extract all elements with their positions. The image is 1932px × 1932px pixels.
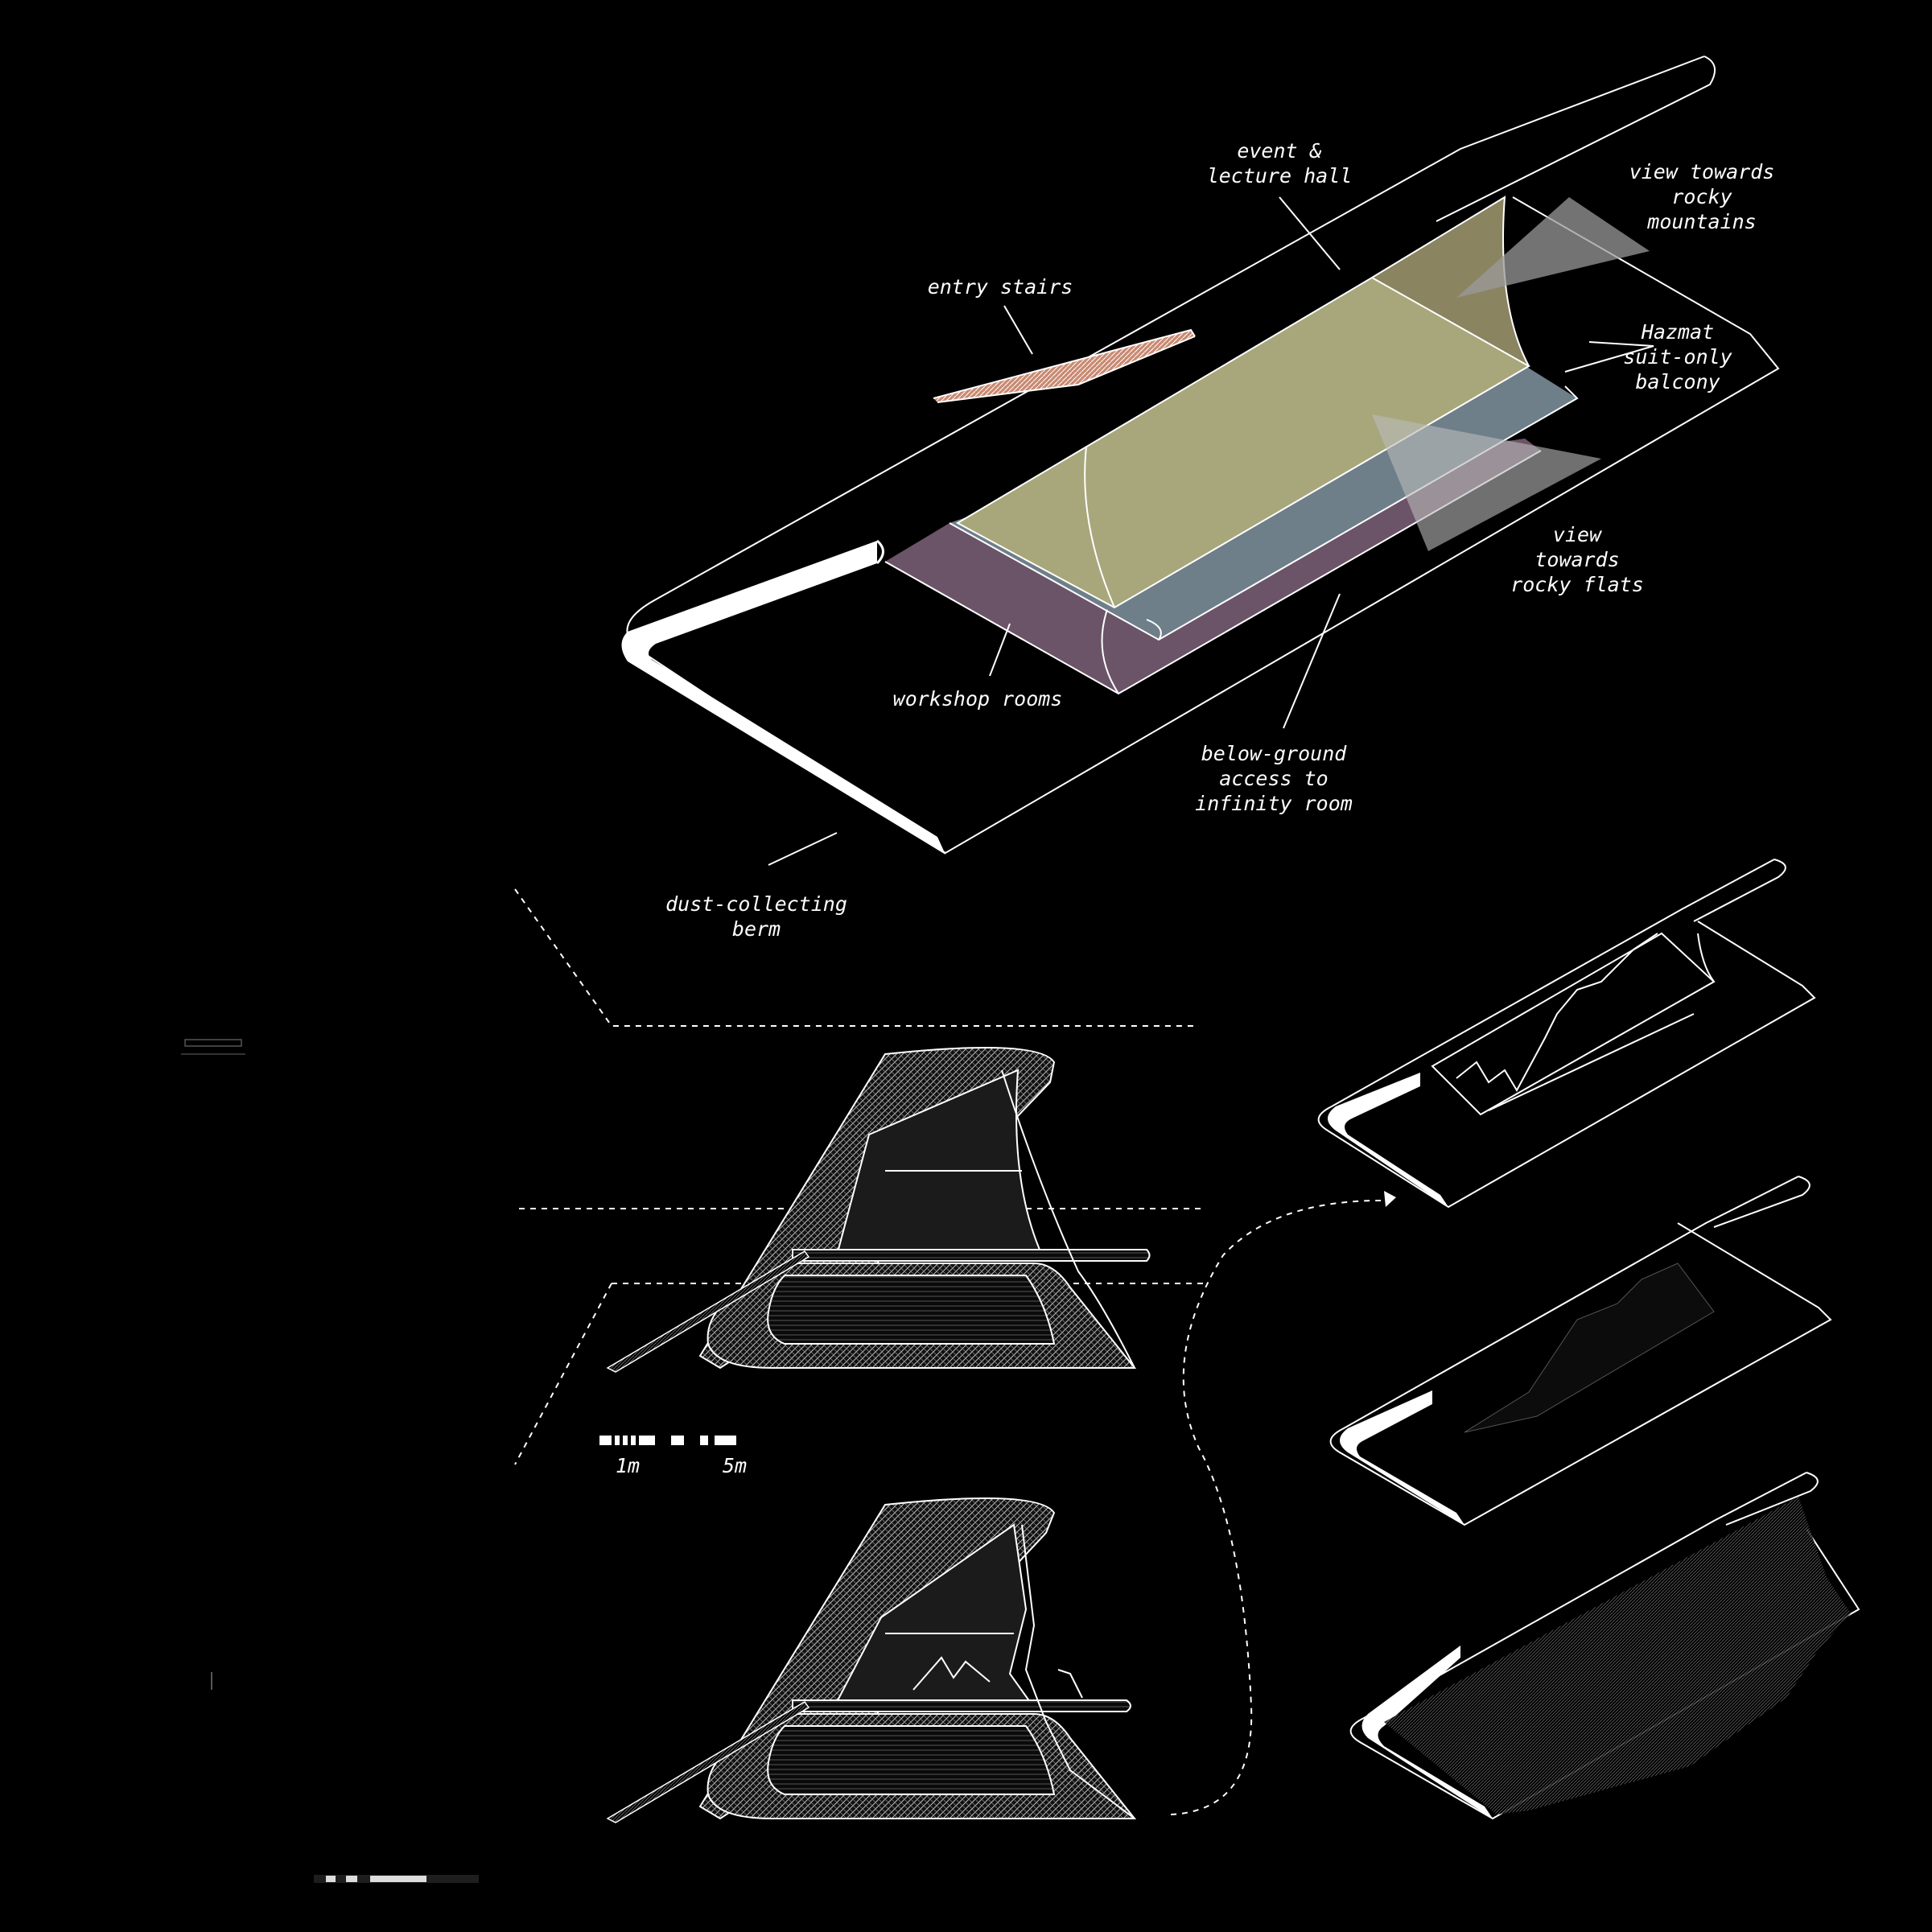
main-axonometric (621, 56, 1780, 866)
section-a-stairs (606, 1250, 810, 1373)
svg-text:dust-collecting: dust-collecting (665, 892, 847, 916)
svg-text:view towards: view towards (1629, 160, 1775, 183)
small-axon-3-fill (1384, 1497, 1851, 1815)
berm-outline (626, 56, 1780, 855)
svg-text:mountains: mountains (1646, 210, 1756, 233)
label-hazmat-balcony: Hazmat suit-only balcony (1623, 320, 1732, 393)
label-event-hall: event & lecture hall (1207, 139, 1353, 187)
faint-marks (181, 1039, 479, 1883)
berm-thick-edge (621, 541, 945, 855)
svg-text:lecture hall: lecture hall (1207, 164, 1353, 187)
label-view-mountains: view towards rocky mountains (1629, 160, 1775, 233)
section-b-room (767, 1725, 1056, 1795)
arrow-head (1384, 1191, 1396, 1207)
scale-bar: 1m 5m (599, 1436, 747, 1477)
svg-text:below-ground: below-ground (1201, 742, 1348, 765)
svg-text:event &: event & (1237, 139, 1321, 163)
svg-text:balcony: balcony (1635, 370, 1720, 393)
view-cone-flats (1372, 414, 1601, 551)
section-a-slab (792, 1249, 1151, 1262)
view-cone-mountains (1456, 197, 1650, 298)
label-dust-berm: dust-collecting berm (665, 892, 847, 941)
scale-min-label: 1m (616, 1454, 640, 1477)
svg-text:view: view (1553, 523, 1603, 546)
berm-ridge-back (1436, 56, 1716, 222)
svg-text:berm: berm (732, 917, 781, 941)
svg-text:towards: towards (1534, 548, 1619, 571)
small-axon-2 (1329, 1176, 1832, 1526)
event-hall-end (1372, 197, 1529, 366)
svg-text:Hazmat: Hazmat (1641, 320, 1714, 344)
section-b (606, 1497, 1137, 1823)
svg-text:access to: access to (1219, 767, 1328, 790)
event-hall-volume (958, 278, 1529, 608)
label-entry-stairs: entry stairs (928, 275, 1073, 299)
svg-text:rocky flats: rocky flats (1510, 573, 1644, 596)
small-axon-3 (1349, 1472, 1860, 1820)
section-a-room (767, 1275, 1056, 1345)
label-below-ground: below-ground access to infinity room (1195, 742, 1353, 815)
svg-text:entry stairs: entry stairs (928, 275, 1073, 299)
svg-text:workshop rooms: workshop rooms (893, 687, 1063, 711)
section-b-slab (792, 1699, 1131, 1712)
section-a (606, 1047, 1151, 1373)
small-axon-1 (1317, 859, 1816, 1209)
label-workshop-rooms: workshop rooms (893, 687, 1063, 711)
section-b-stairs (606, 1701, 810, 1823)
label-view-flats: view towards rocky flats (1510, 523, 1644, 596)
entry-stairs (933, 330, 1195, 402)
svg-text:suit-only: suit-only (1623, 345, 1732, 369)
scale-max-label: 5m (723, 1454, 747, 1477)
svg-text:rocky: rocky (1671, 185, 1732, 208)
svg-text:infinity room: infinity room (1195, 792, 1353, 815)
